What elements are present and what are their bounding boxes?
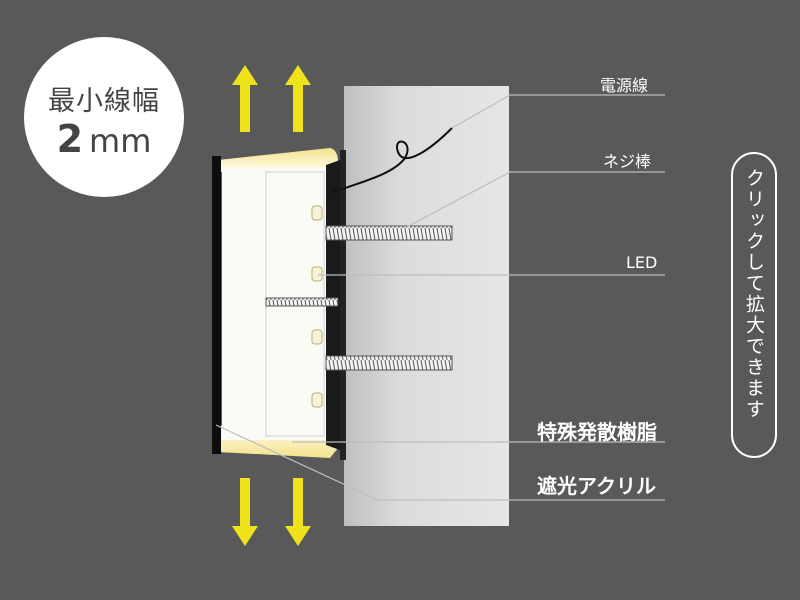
label-screw: ネジ棒 [603,152,652,171]
zoom-button-label: クリックして拡大できます [743,168,765,420]
badge-unit: mm [89,122,152,160]
label-power-cord: 電源線 [600,76,649,95]
arrow-up-icon [285,65,311,132]
arrow-down-icon [232,478,258,546]
label-shading-acrylic: 遮光アクリル [537,474,656,498]
zoom-button[interactable]: クリックして拡大できます [731,152,777,458]
arrow-down-icon [285,478,311,546]
wall-edge [340,150,346,460]
label-led: LED [626,253,658,272]
power-cord [332,127,453,193]
light-arrows [232,65,311,546]
badge-title: 最小線幅 [48,86,160,117]
leader-lines [215,94,665,501]
leader-power-cord [451,94,665,129]
screw-rod-middle [265,297,339,307]
led [311,205,323,221]
screw-rod-lower [325,355,453,371]
led [311,392,323,408]
led [311,266,323,282]
badge-number: 2 [56,117,84,161]
acrylic-front-face [212,156,221,454]
arrow-up-icon [232,65,258,132]
wall [344,86,509,526]
acrylic-top-glow [218,148,338,172]
led [311,329,323,345]
label-diffusion-resin: 特殊発散樹脂 [537,420,657,444]
led-column [311,205,323,408]
leader-shading-acrylic [215,424,665,501]
leader-screw [404,171,665,229]
screw-rod-upper [325,225,453,241]
